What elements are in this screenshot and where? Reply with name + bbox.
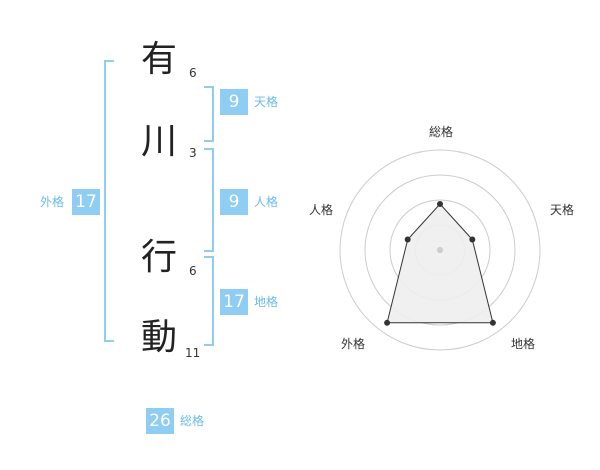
jinkaku-bracket — [204, 148, 214, 252]
stroke-count-4: 11 — [185, 346, 201, 360]
radar-label-jinkaku: 人格 — [309, 203, 334, 217]
radar-label-tenkaku: 天格 — [550, 203, 575, 217]
radar-chart — [339, 149, 541, 351]
radar-point-0 — [437, 201, 443, 207]
tenkaku-bracket — [204, 86, 214, 142]
radar-point-4 — [404, 236, 411, 243]
radar-label-soukaku: 総格 — [429, 125, 454, 139]
radar-ring — [364, 174, 516, 326]
gaikaku-label: 外格 — [40, 195, 65, 209]
name-char-2: 川 — [141, 121, 178, 162]
tenkaku-label: 天格 — [254, 95, 279, 109]
jinkaku-badge: 9 — [220, 189, 248, 215]
jinkaku-label: 人格 — [254, 195, 279, 209]
soukaku-label: 総格 — [180, 414, 205, 428]
gaikaku-badge: 17 — [72, 189, 100, 215]
name-char-4: 動 — [141, 317, 178, 358]
stroke-count-2: 3 — [189, 146, 197, 160]
stroke-count-1: 6 — [189, 66, 197, 80]
radar-label-chikaku: 地格 — [511, 337, 536, 351]
stroke-count-3: 6 — [189, 264, 197, 278]
radar-ring — [339, 149, 541, 351]
radar-center — [437, 247, 443, 253]
chikaku-label: 地格 — [254, 295, 279, 309]
radar-polygon — [386, 203, 494, 324]
soukaku-badge: 26 — [146, 408, 174, 434]
chikaku-badge: 17 — [220, 289, 248, 315]
gaikaku-bracket — [104, 60, 114, 342]
chikaku-bracket — [204, 256, 214, 346]
radar-point-1 — [469, 236, 476, 243]
radar-label-gaikaku: 外格 — [341, 337, 366, 351]
name-char-1: 有 — [141, 39, 178, 80]
radar-point-3 — [384, 319, 391, 326]
radar-point-2 — [489, 319, 496, 326]
name-char-3: 行 — [141, 237, 178, 278]
tenkaku-badge: 9 — [220, 89, 248, 115]
radar-points — [384, 201, 496, 326]
